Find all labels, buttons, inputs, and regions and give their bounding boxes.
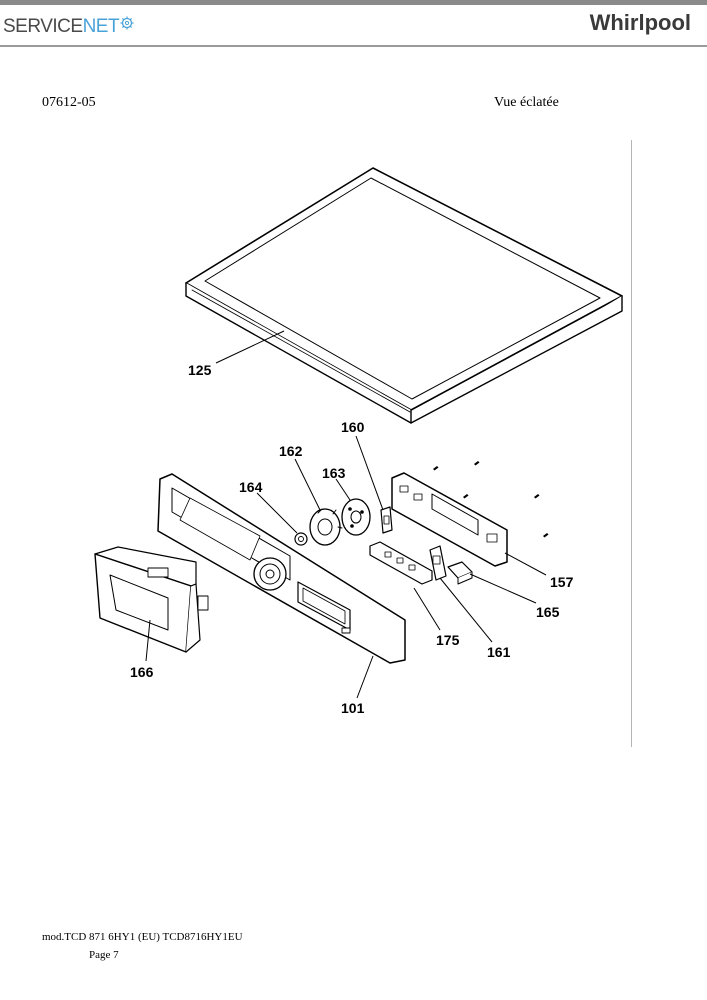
callout-163: 163: [322, 465, 346, 481]
callout-162: 162: [279, 443, 303, 459]
logo-service-text: SERVICE: [3, 16, 83, 37]
document-code: 07612-05: [42, 95, 96, 110]
part-switch-160: [380, 506, 393, 534]
header-top-bar: [0, 0, 707, 5]
part-top-lid: [185, 167, 623, 424]
footer-model-number: mod.TCD 871 6HY1 (EU) TCD8716HY1EU: [42, 931, 243, 943]
callout-175: 175: [436, 632, 460, 648]
callout-161: 161: [487, 644, 511, 660]
part-clip-165: [447, 561, 473, 585]
leader-lines: [145, 330, 547, 699]
part-button-strip-175: [369, 541, 433, 585]
callout-165: 165: [536, 604, 560, 620]
servicenet-logo: SERVICENET: [3, 16, 134, 38]
callout-101: 101: [341, 700, 365, 716]
logo-net-text: NET: [82, 16, 120, 37]
header-divider: [0, 45, 707, 47]
whirlpool-logo: Whirlpool: [589, 10, 691, 35]
part-selector-162: [309, 508, 343, 546]
part-control-panel: [157, 473, 406, 664]
view-title: Vue éclatée: [494, 95, 559, 110]
callout-125: 125: [188, 362, 212, 378]
footer-page-number: Page 7: [89, 949, 119, 961]
part-electronic-board-157: [391, 472, 508, 567]
part-knob-164: [294, 532, 308, 546]
page-vertical-rule: [631, 140, 632, 747]
part-detergent-drawer: [94, 546, 209, 653]
callout-166: 166: [130, 664, 154, 680]
gear-icon: [120, 16, 134, 30]
callout-157: 157: [550, 574, 574, 590]
part-encoder-163: [341, 498, 371, 536]
callout-164: 164: [239, 479, 263, 495]
part-component-161: [429, 545, 447, 581]
callout-160: 160: [341, 419, 365, 435]
screws: [433, 461, 549, 538]
